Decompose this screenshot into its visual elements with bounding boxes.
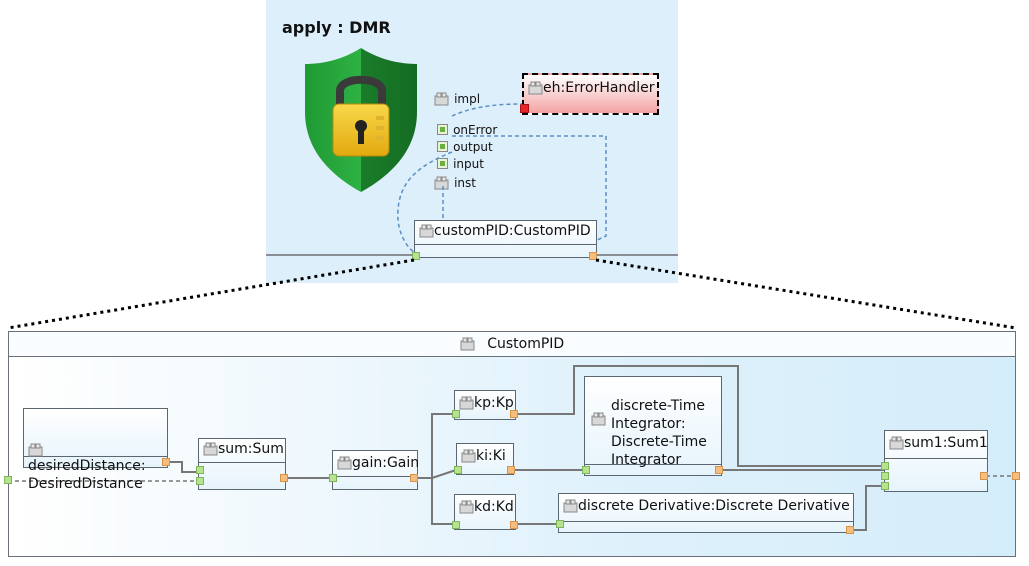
kd-input-port[interactable] <box>452 521 460 529</box>
sum1-input-port-3[interactable] <box>881 482 889 490</box>
impl-port[interactable]: impl <box>434 88 480 107</box>
custom-pid-input-port[interactable] <box>412 252 420 260</box>
lego-block-icon <box>889 436 904 450</box>
derivative-component[interactable]: discrete Derivative:Discrete Derivative <box>558 493 854 533</box>
ki-component[interactable]: ki:Ki <box>456 443 514 475</box>
sum-input-port-1[interactable] <box>196 466 204 474</box>
integrator-output-port[interactable] <box>715 466 723 474</box>
port-square-icon <box>437 124 448 135</box>
output-label: output <box>453 140 493 154</box>
ki-input-port[interactable] <box>454 466 462 474</box>
lego-block-icon <box>459 396 474 410</box>
impl-label: impl <box>454 92 481 106</box>
sum-component[interactable]: sum:Sum <box>198 438 286 490</box>
lego-block-icon <box>528 81 543 95</box>
kp-component[interactable]: kp:Kp <box>454 390 516 420</box>
port-square-icon <box>437 158 448 169</box>
frame-input-port[interactable] <box>4 476 12 484</box>
input-port[interactable]: input <box>437 153 484 172</box>
desired-distance-component[interactable]: desiredDistance: DesiredDistance <box>23 408 168 492</box>
custom-pid-output-port[interactable] <box>589 252 597 260</box>
port-square-icon <box>437 141 448 152</box>
onerror-port[interactable]: onError <box>437 119 497 138</box>
lego-block-icon <box>28 443 43 457</box>
ki-label: ki:Ki <box>476 448 506 464</box>
lego-block-icon <box>337 456 352 470</box>
lego-block-icon <box>419 224 434 238</box>
lego-block-icon <box>203 442 218 456</box>
sum-output-port[interactable] <box>280 474 288 482</box>
kd-label: kd:Kd <box>474 499 514 515</box>
frame-output-port[interactable] <box>1012 472 1020 480</box>
integrator-input-port[interactable] <box>582 466 590 474</box>
derivative-output-port[interactable] <box>846 526 854 534</box>
lego-block-icon <box>563 499 578 513</box>
inst-port[interactable]: inst <box>434 172 476 191</box>
sum1-input-port-2[interactable] <box>881 472 889 480</box>
integrator-component[interactable]: discrete-Time Integrator: Discrete-Time … <box>584 376 722 476</box>
apply-title: apply : DMR <box>282 18 391 37</box>
derivative-input-port[interactable] <box>556 520 564 528</box>
gain-input-port[interactable] <box>329 474 337 482</box>
error-handler-label: eh:ErrorHandler <box>543 80 655 96</box>
lego-block-icon <box>434 92 449 105</box>
lego-block-icon <box>461 449 476 463</box>
output-port[interactable]: output <box>437 136 493 155</box>
gain-label: gain:Gain <box>352 455 420 471</box>
custom-pid-instance[interactable]: customPID:CustomPID <box>414 220 597 258</box>
inst-label: inst <box>454 176 476 190</box>
sum1-component[interactable]: sum1:Sum1 <box>884 430 988 492</box>
integrator-label: discrete-Time Integrator: Discrete-Time … <box>611 398 707 468</box>
derivative-label: discrete Derivative:Discrete Derivative <box>578 498 850 514</box>
sum1-output-port[interactable] <box>980 472 988 480</box>
ki-output-port[interactable] <box>507 466 515 474</box>
error-handler-port[interactable] <box>520 104 529 113</box>
lego-block-icon <box>459 500 474 514</box>
sum1-label: sum1:Sum1 <box>904 435 988 451</box>
kp-output-port[interactable] <box>510 410 518 418</box>
lego-block-icon <box>460 337 475 351</box>
desired-distance-label: desiredDistance: DesiredDistance <box>28 458 146 492</box>
sum1-input-port-1[interactable] <box>881 462 889 470</box>
error-handler-component[interactable]: eh:ErrorHandler <box>522 73 659 115</box>
lego-block-icon <box>434 176 449 189</box>
lego-block-icon <box>591 412 606 426</box>
kd-output-port[interactable] <box>510 521 518 529</box>
security-shield-icon <box>305 48 417 192</box>
custom-pid-instance-label: customPID:CustomPID <box>434 223 591 239</box>
custom-pid-frame-title: CustomPID <box>487 336 565 352</box>
onerror-label: onError <box>453 123 498 137</box>
gain-output-port[interactable] <box>410 474 418 482</box>
sum-label: sum:Sum <box>218 441 284 457</box>
gain-component[interactable]: gain:Gain <box>332 450 420 490</box>
input-label: input <box>453 157 484 171</box>
kp-label: kp:Kp <box>474 395 514 411</box>
desired-distance-output-port[interactable] <box>162 458 170 466</box>
kd-component[interactable]: kd:Kd <box>454 494 516 530</box>
kp-input-port[interactable] <box>452 410 460 418</box>
sum-input-port-2[interactable] <box>196 477 204 485</box>
